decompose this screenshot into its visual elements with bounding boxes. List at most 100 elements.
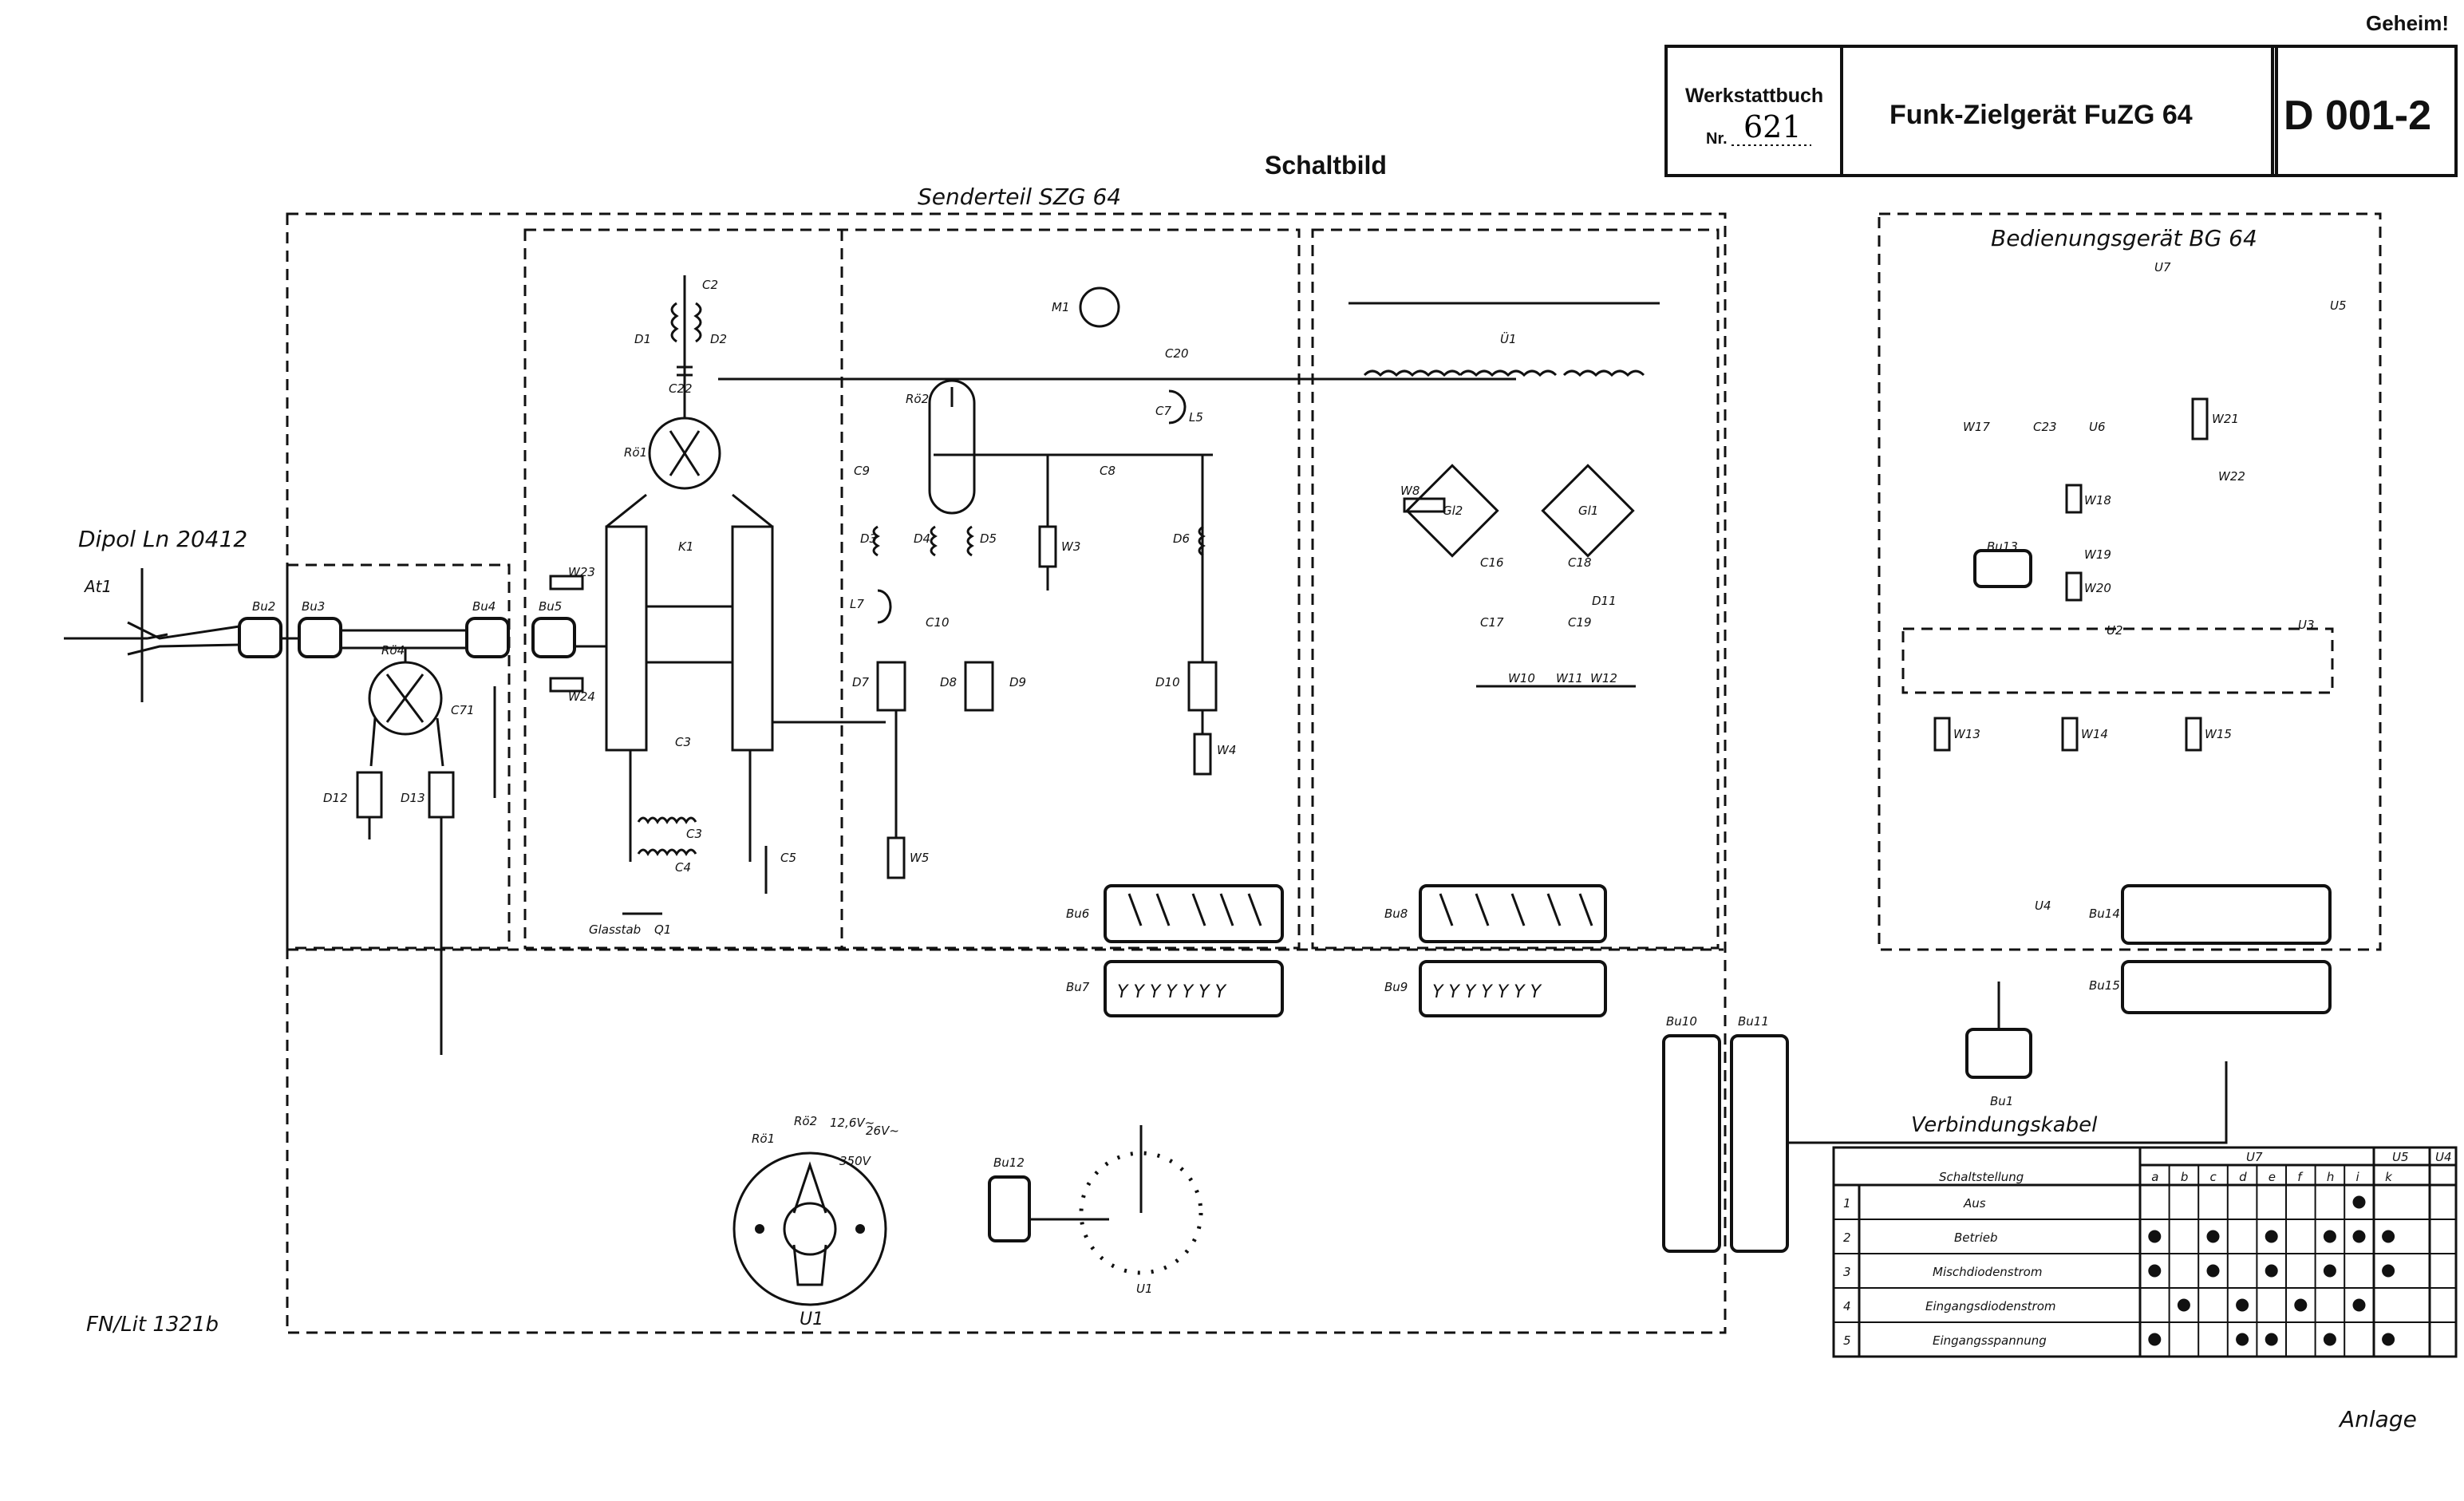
svg-text:W24: W24 (568, 689, 595, 704)
nr-value: 621 (1743, 109, 1802, 144)
svg-text:D1: D1 (634, 332, 651, 346)
table-col-header: i (2356, 1170, 2360, 1184)
title-block: Werkstattbuch Nr. 621 Funk-Zielgerät FuZ… (1664, 45, 2458, 177)
connector-bu9: Bu9 Y Y Y Y Y Y Y (1384, 960, 1607, 1017)
rotary-switch-u1: U1 (1079, 1125, 1203, 1296)
svg-text:D5: D5 (980, 531, 997, 546)
table-row-number: 3 (1843, 1265, 1851, 1279)
svg-text:W21: W21 (2212, 412, 2239, 426)
table-row-label: Eingangsdiodenstrom (1925, 1299, 2055, 1313)
table-row-number: 5 (1843, 1333, 1851, 1348)
svg-text:W19: W19 (2084, 547, 2111, 562)
table-mark (2206, 1230, 2220, 1243)
connector-bu7: Bu7 Y Y Y Y Y Y Y (1066, 960, 1284, 1017)
table-col-header: a (2151, 1170, 2158, 1184)
svg-text:U2: U2 (2107, 623, 2123, 638)
svg-text:U3: U3 (2298, 618, 2315, 632)
connector-bu10: Bu10 (1662, 1014, 1721, 1253)
footer-anlage: Anlage (2338, 1406, 2417, 1432)
table-row-number: 1 (1843, 1196, 1851, 1211)
table-col-header: c (2210, 1170, 2217, 1184)
svg-text:Rö4: Rö4 (381, 643, 405, 658)
svg-text:W8: W8 (1400, 484, 1420, 498)
svg-text:Bu14: Bu14 (2089, 907, 2120, 921)
svg-text:U4: U4 (2035, 899, 2051, 913)
table-group-u7: U7 (2246, 1150, 2263, 1164)
dial-mark-ro1: Rö1 (752, 1132, 775, 1146)
svg-text:Y Y Y Y Y Y Y: Y Y Y Y Y Y Y (1117, 982, 1227, 1002)
svg-text:Bu3: Bu3 (302, 599, 325, 614)
document-number: D 001-2 (2284, 93, 2431, 139)
table-col-header: d (2239, 1170, 2247, 1184)
svg-text:C19: C19 (1568, 615, 1592, 630)
rotary-switch-label: U1 (1136, 1282, 1153, 1296)
table-mark (2177, 1298, 2190, 1312)
cavity-k1: K1 C3 C3 C4 C5 Glasstab Q1 W23 W24 (549, 493, 886, 937)
svg-text:D13: D13 (401, 791, 425, 805)
svg-text:Ü1: Ü1 (1500, 331, 1517, 346)
svg-text:C8: C8 (1100, 464, 1116, 478)
table-group-u5: U5 (2392, 1150, 2409, 1164)
table-col-header: h (2327, 1170, 2335, 1184)
svg-text:L5: L5 (1189, 410, 1203, 425)
table-mark (2323, 1333, 2336, 1346)
svg-text:C71: C71 (451, 703, 475, 717)
table-group-header: Schaltstellung (1939, 1170, 2024, 1184)
svg-text:C9: C9 (854, 464, 870, 478)
antenna-connectors: Bu2 Bu3 Bu4 Bu5 (238, 599, 576, 658)
werkstattbuch-label: Werkstattbuch (1685, 85, 1823, 107)
table-mark (2382, 1264, 2395, 1278)
svg-text:W5: W5 (910, 851, 929, 865)
bedienung-label: Bedienungsgerät BG 64 (1991, 225, 2257, 251)
table-mark (2236, 1298, 2249, 1312)
tube-ro2: Rö2 C9 C8 D3 D4 D5 L7 C10 D7 D8 D9 W5 W3 (850, 286, 1236, 879)
svg-text:Gl2: Gl2 (1443, 504, 1463, 518)
dipol-label: Dipol Ln 20412 (78, 526, 247, 552)
svg-text:W11: W11 (1556, 671, 1583, 685)
connector-bu8: Bu8 (1384, 884, 1607, 943)
nr-label: Nr. (1706, 130, 1728, 148)
svg-text:C22: C22 (669, 381, 693, 396)
table-mark (2323, 1230, 2336, 1243)
table-col-header: e (2269, 1170, 2276, 1184)
svg-text:C2: C2 (702, 278, 718, 292)
table-mark (2206, 1264, 2220, 1278)
senderteil-group: Senderteil SZG 64 (286, 184, 1727, 1334)
connector-bu12: Bu12 (988, 1155, 1109, 1242)
table-mark (2294, 1298, 2308, 1312)
svg-text:D12: D12 (323, 791, 348, 805)
table-mark (2382, 1333, 2395, 1346)
table-mark (2265, 1230, 2278, 1243)
tube-ro1: Rö1 D1 D2 C2 C22 (624, 275, 1516, 490)
svg-text:D11: D11 (1592, 594, 1617, 608)
svg-text:C17: C17 (1480, 615, 1504, 630)
svg-text:U5: U5 (2330, 298, 2347, 313)
table-group-u4: U4 (2435, 1150, 2452, 1164)
svg-text:D7: D7 (852, 675, 870, 689)
dial-label: U1 (800, 1309, 823, 1329)
svg-text:Bu12: Bu12 (993, 1155, 1025, 1170)
connector-bu11: Bu11 (1730, 1014, 1789, 1253)
svg-text:C23: C23 (2033, 420, 2057, 434)
bedienung-group: Bedienungsgerät BG 64 U7 U5 U3 U2 U4 W13… (1878, 212, 2382, 1108)
glasstab-label: Glasstab (589, 922, 641, 937)
senderteil-label: Senderteil SZG 64 (918, 184, 1121, 210)
svg-text:Q1: Q1 (654, 922, 671, 937)
svg-text:K1: K1 (678, 539, 693, 554)
svg-text:C4: C4 (675, 860, 691, 875)
svg-text:C10: C10 (926, 615, 950, 630)
svg-text:Bu8: Bu8 (1384, 907, 1408, 921)
svg-text:L7: L7 (850, 597, 864, 611)
svg-text:Bu11: Bu11 (1738, 1014, 1769, 1029)
device-title: Funk-Zielgerät FuZG 64 (1889, 100, 2193, 130)
dial-mark-ro2: Rö2 (794, 1114, 817, 1128)
table-mark (2382, 1230, 2395, 1243)
svg-text:W17: W17 (1963, 420, 1990, 434)
svg-text:Y Y Y Y Y Y Y: Y Y Y Y Y Y Y (1432, 982, 1542, 1002)
svg-text:Bu4: Bu4 (472, 599, 496, 614)
svg-text:Bu9: Bu9 (1384, 980, 1408, 994)
svg-text:W22: W22 (2218, 469, 2245, 484)
table-col-header: k (2385, 1170, 2393, 1184)
svg-text:W20: W20 (2084, 581, 2111, 595)
